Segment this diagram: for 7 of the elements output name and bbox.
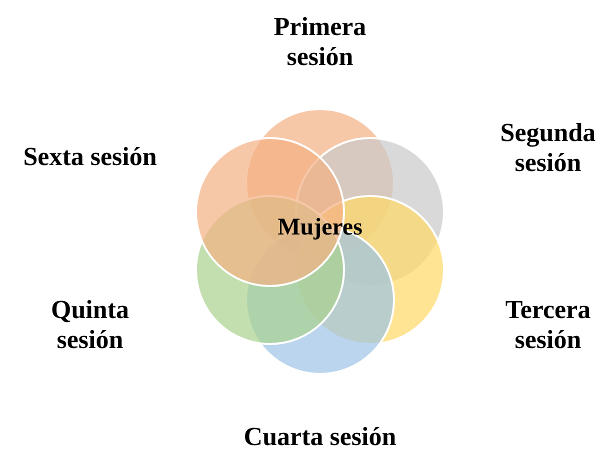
- session-label: Tercera sesión: [504, 295, 592, 355]
- session-label: Sexta sesión: [22, 142, 158, 172]
- session-label: Cuarta sesión: [242, 422, 398, 449]
- session-label: Segunda sesión: [499, 118, 597, 178]
- session-label: Quinta sesión: [50, 295, 130, 355]
- center-label: Mujeres: [278, 214, 362, 242]
- session-label: Primera sesión: [272, 12, 368, 72]
